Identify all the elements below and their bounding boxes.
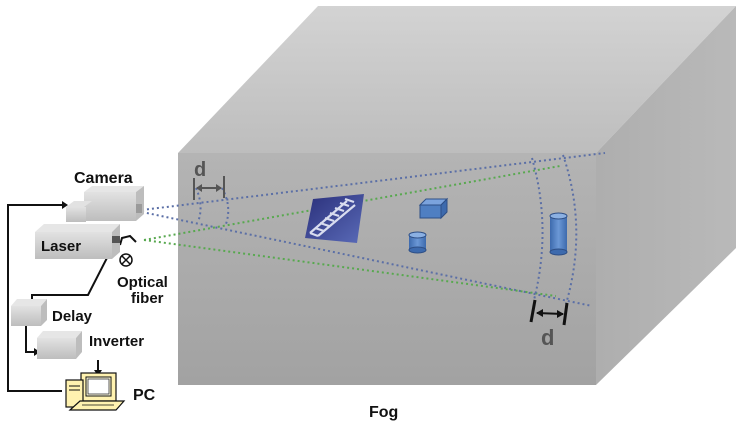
gate-arc-far-2	[562, 154, 578, 305]
fiber-coupler-icon: Optical fiber	[117, 253, 168, 307]
gate-width-marker-far: d	[529, 299, 569, 350]
blue-box-target	[418, 197, 449, 220]
delay-label: Delay	[52, 308, 93, 325]
optical-fiber-label-line1: Optical	[117, 274, 168, 291]
d-label-far: d	[541, 325, 554, 350]
chamber-front-face	[178, 153, 596, 385]
delay-device: Delay	[11, 299, 93, 326]
d-label-near: d	[194, 159, 206, 181]
camera-field-of-view	[141, 152, 606, 307]
staircase-target	[305, 194, 364, 243]
camera-device: Camera	[66, 170, 144, 222]
wire-delay-inverter	[25, 326, 36, 353]
gate-width-marker-near: d	[193, 159, 225, 200]
gate-arc-far-1	[531, 157, 544, 301]
fog-chamber	[178, 6, 736, 385]
inverter-device: Inverter	[37, 331, 144, 359]
wire-laser-delay	[31, 251, 111, 300]
camera-label: Camera	[74, 170, 133, 187]
optical-fiber-label-line2: fiber	[131, 290, 164, 307]
fog-label: Fog	[369, 404, 398, 421]
wire-optical-fiber	[119, 234, 137, 246]
wire-pc-camera	[7, 204, 64, 392]
laser-label: Laser	[41, 238, 81, 255]
laser-device: Laser	[35, 224, 120, 259]
small-cylinder-target	[408, 231, 427, 254]
inverter-label: Inverter	[89, 333, 144, 350]
laser-beam-lower	[143, 239, 557, 297]
chamber-top-face	[178, 6, 736, 153]
chamber-side-face	[596, 6, 736, 385]
tall-cylinder-target	[549, 212, 568, 256]
pc-icon: PC	[65, 372, 156, 411]
gate-arcs	[195, 154, 578, 305]
camera-beam-lower	[141, 211, 593, 307]
pc-label: PC	[133, 387, 156, 404]
